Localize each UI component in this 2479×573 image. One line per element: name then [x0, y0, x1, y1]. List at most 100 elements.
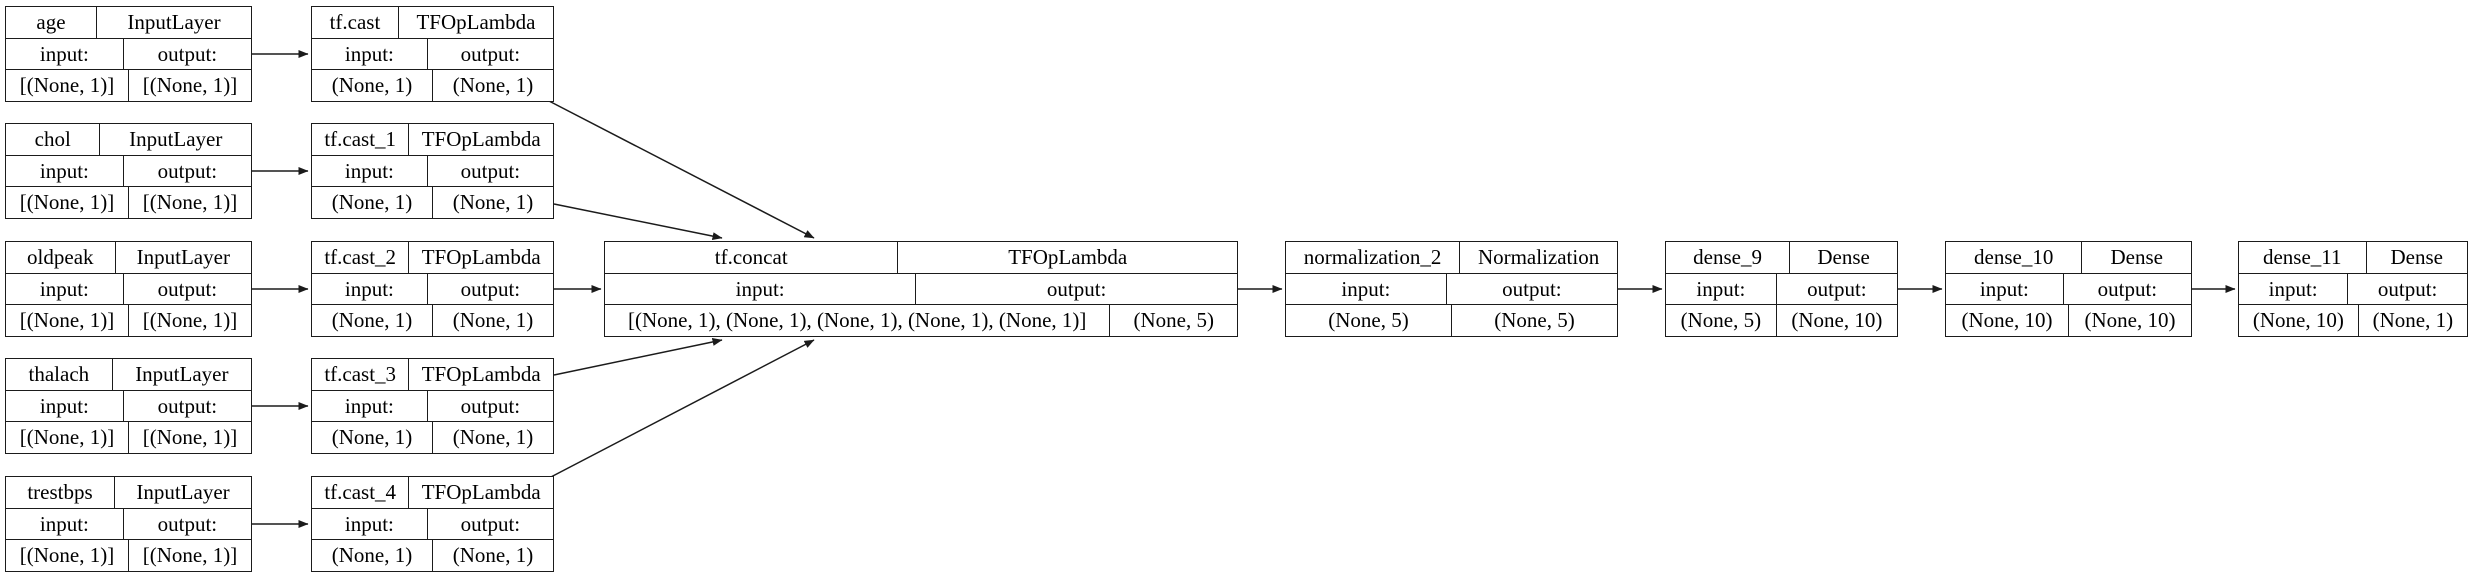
- input-shape: (None, 1): [331, 190, 413, 215]
- input-shape: [(None, 1)]: [19, 73, 115, 98]
- layer-name: tf.cast_3: [324, 361, 397, 386]
- layer-node-tf-cast-2: tf.cast_2 TFOpLambda input: output: (Non…: [311, 241, 554, 337]
- output-label: output:: [122, 390, 251, 422]
- input-shape: (None, 5): [1680, 308, 1762, 333]
- output-label: output:: [1775, 273, 1897, 305]
- layer-name: chol: [34, 126, 71, 151]
- layer-name: dense_11: [2262, 244, 2342, 269]
- output-label: output:: [915, 273, 1237, 305]
- input-label: input:: [1341, 276, 1391, 301]
- layer-type: InputLayer: [99, 124, 251, 155]
- output-label: output:: [2347, 273, 2467, 305]
- input-label: input:: [344, 41, 394, 66]
- layer-type: InputLayer: [114, 242, 251, 273]
- input-shape: [(None, 1), (None, 1), (None, 1), (None,…: [628, 308, 1087, 333]
- layer-type: InputLayer: [114, 477, 251, 508]
- output-shape: (None, 10): [2068, 305, 2191, 337]
- layer-name: tf.concat: [714, 244, 788, 269]
- output-shape: (None, 1): [2357, 305, 2467, 337]
- layer-type: Normalization: [1459, 242, 1617, 273]
- input-shape: (None, 5): [1328, 308, 1409, 333]
- input-shape: [(None, 1)]: [19, 425, 115, 450]
- layer-node-dense-11: dense_11 Dense input: output: (None, 10)…: [2238, 241, 2468, 337]
- input-label: input:: [39, 158, 89, 183]
- layer-name: dense_9: [1693, 244, 1762, 269]
- input-label: input:: [344, 511, 394, 536]
- layer-name: oldpeak: [27, 244, 94, 269]
- layer-type: TFOpLambda: [408, 124, 553, 155]
- input-label: input:: [735, 276, 785, 301]
- output-label: output:: [2062, 273, 2191, 305]
- output-shape: [(None, 1)]: [128, 187, 251, 219]
- input-shape: (None, 1): [331, 425, 413, 450]
- output-shape: (None, 1): [432, 70, 553, 102]
- layer-node-tf-cast-3: tf.cast_3 TFOpLambda input: output: (Non…: [311, 358, 554, 454]
- layer-node-age: age InputLayer input: output: [(None, 1)…: [5, 6, 252, 102]
- layer-node-oldpeak: oldpeak InputLayer input: output: [(None…: [5, 241, 252, 337]
- layer-node-tf-cast-1: tf.cast_1 TFOpLambda input: output: (Non…: [311, 123, 554, 219]
- output-shape: (None, 1): [432, 187, 553, 219]
- output-label: output:: [122, 508, 251, 540]
- layer-name: tf.cast_1: [324, 126, 397, 151]
- output-label: output:: [122, 38, 251, 70]
- input-shape: (None, 1): [331, 73, 413, 98]
- output-shape: (None, 5): [1451, 305, 1617, 337]
- output-label: output:: [426, 155, 553, 187]
- layer-type: TFOpLambda: [408, 242, 553, 273]
- output-label: output:: [426, 273, 553, 305]
- layer-type: TFOpLambda: [408, 359, 553, 390]
- input-label: input:: [344, 276, 394, 301]
- output-label: output:: [1445, 273, 1617, 305]
- output-label: output:: [426, 508, 553, 540]
- layer-type: Dense: [2365, 242, 2467, 273]
- layer-name: tf.cast_4: [324, 479, 397, 504]
- input-shape: [(None, 1)]: [19, 543, 115, 568]
- input-label: input:: [344, 158, 394, 183]
- output-shape: (None, 10): [1775, 305, 1897, 337]
- output-label: output:: [122, 155, 251, 187]
- input-label: input:: [2268, 276, 2318, 301]
- input-label: input:: [344, 393, 394, 418]
- output-shape: [(None, 1)]: [128, 305, 251, 337]
- edge-tfcast3-to-concat: [553, 338, 723, 376]
- layer-node-tf-cast: tf.cast TFOpLambda input: output: (None,…: [311, 6, 554, 102]
- input-shape: [(None, 1)]: [19, 308, 115, 333]
- layer-type: TFOpLambda: [408, 477, 553, 508]
- layer-node-normalization-2: normalization_2 Normalization input: out…: [1285, 241, 1618, 337]
- layer-name: tf.cast_2: [324, 244, 397, 269]
- layer-node-chol: chol InputLayer input: output: [(None, 1…: [5, 123, 252, 219]
- input-label: input:: [39, 511, 89, 536]
- output-shape: [(None, 1)]: [128, 70, 251, 102]
- output-shape: (None, 1): [432, 540, 553, 572]
- layer-name: trestbps: [27, 479, 93, 504]
- layer-type: TFOpLambda: [397, 7, 553, 38]
- layer-node-trestbps: trestbps InputLayer input: output: [(Non…: [5, 476, 252, 572]
- input-shape: (None, 10): [2252, 308, 2344, 333]
- output-label: output:: [426, 390, 553, 422]
- layer-type: Dense: [2081, 242, 2191, 273]
- edge-tfcast4-to-concat: [548, 339, 815, 479]
- layer-type: TFOpLambda: [897, 242, 1237, 273]
- input-shape: [(None, 1)]: [19, 190, 115, 215]
- layer-type: Dense: [1789, 242, 1897, 273]
- output-shape: (None, 1): [432, 422, 553, 454]
- layer-type: InputLayer: [95, 7, 251, 38]
- output-shape: [(None, 1)]: [128, 422, 251, 454]
- layer-node-tf-cast-4: tf.cast_4 TFOpLambda input: output: (Non…: [311, 476, 554, 572]
- input-label: input:: [1696, 276, 1746, 301]
- edge-tfcast1-to-concat: [553, 203, 723, 241]
- input-shape: (None, 1): [331, 308, 413, 333]
- output-shape: (None, 1): [432, 305, 553, 337]
- output-label: output:: [122, 273, 251, 305]
- layer-name: dense_10: [1974, 244, 2054, 269]
- layer-type: InputLayer: [111, 359, 251, 390]
- output-label: output:: [426, 38, 553, 70]
- edge-tfcast-to-concat: [548, 100, 815, 239]
- input-shape: (None, 10): [1961, 308, 2053, 333]
- output-shape: [(None, 1)]: [128, 540, 251, 572]
- layer-node-thalach: thalach InputLayer input: output: [(None…: [5, 358, 252, 454]
- layer-name: tf.cast: [329, 9, 381, 34]
- layer-node-tf-concat: tf.concat TFOpLambda input: output: [(No…: [604, 241, 1238, 337]
- layer-name: thalach: [28, 361, 90, 386]
